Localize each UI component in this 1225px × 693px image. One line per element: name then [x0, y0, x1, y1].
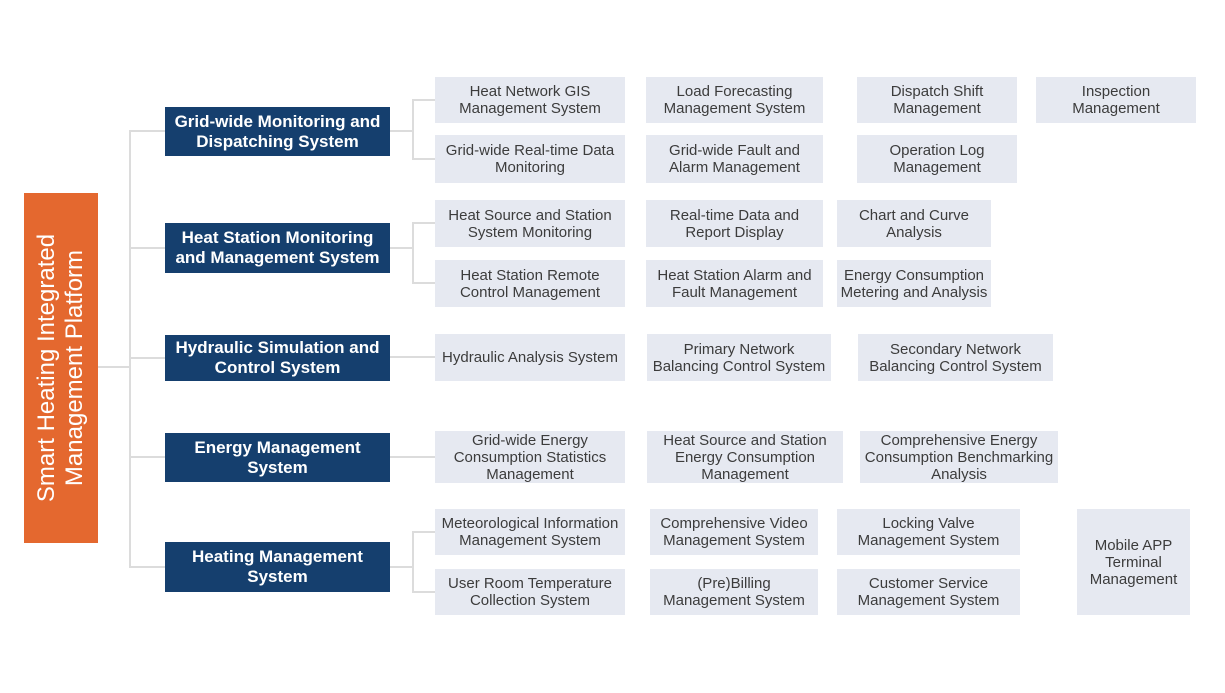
subsystem-box: Real-time Data and Report Display — [646, 200, 823, 247]
connector-trunk-vertical — [129, 130, 131, 568]
connector-branch-category-4 — [131, 456, 165, 458]
subsystem-box: Secondary Network Balancing Control Syst… — [858, 334, 1053, 381]
connector-branch-category-5 — [131, 566, 165, 568]
connector-root-horizontal — [98, 366, 130, 368]
connector-g5-row1 — [414, 531, 435, 533]
connector-g4-stem — [390, 456, 435, 458]
connector-g2-vertical — [412, 222, 414, 284]
connector-g1-row2 — [414, 158, 435, 160]
connector-g3-stem — [390, 356, 435, 358]
subsystem-box: Comprehensive Video Management System — [650, 509, 818, 555]
subsystem-box: Heat Network GIS Management System — [435, 77, 625, 123]
connector-g2-row1 — [414, 222, 435, 224]
subsystem-box: Comprehensive Energy Consumption Benchma… — [860, 431, 1058, 483]
subsystem-box: Chart and Curve Analysis — [837, 200, 991, 247]
connector-g5-row2 — [414, 591, 435, 593]
subsystem-box: Energy Consumption Metering and Analysis — [837, 260, 991, 307]
subsystem-box: Load Forecasting Management System — [646, 77, 823, 123]
subsystem-box: Grid-wide Energy Consumption Statistics … — [435, 431, 625, 483]
subsystem-box: Heat Station Alarm and Fault Management — [646, 260, 823, 307]
connector-branch-category-1 — [131, 130, 165, 132]
connector-g1-vertical — [412, 99, 414, 160]
subsystem-box-mobile-app: Mobile APP Terminal Management — [1077, 509, 1190, 615]
root-platform-box: Smart Heating Integrated Management Plat… — [24, 193, 98, 543]
connector-branch-category-2 — [131, 247, 165, 249]
category-heat-station-monitoring: Heat Station Monitoring and Management S… — [165, 223, 390, 273]
subsystem-box: Heat Source and Station System Monitorin… — [435, 200, 625, 247]
connector-g2-stem — [390, 247, 412, 249]
category-heating-management: Heating Management System — [165, 542, 390, 592]
subsystem-box: Inspection Management — [1036, 77, 1196, 123]
subsystem-box: Dispatch Shift Management — [857, 77, 1017, 123]
subsystem-box: Grid-wide Fault and Alarm Management — [646, 135, 823, 183]
subsystem-box: Locking Valve Management System — [837, 509, 1020, 555]
subsystem-box: (Pre)Billing Management System — [650, 569, 818, 615]
connector-g5-stem — [390, 566, 412, 568]
connector-g5-vertical — [412, 531, 414, 593]
subsystem-box: Customer Service Management System — [837, 569, 1020, 615]
subsystem-box: Hydraulic Analysis System — [435, 334, 625, 381]
category-energy-management: Energy Management System — [165, 433, 390, 482]
subsystem-box: Grid-wide Real-time Data Monitoring — [435, 135, 625, 183]
subsystem-box: Primary Network Balancing Control System — [647, 334, 831, 381]
category-grid-wide-monitoring: Grid-wide Monitoring and Dispatching Sys… — [165, 107, 390, 156]
subsystem-box: User Room Temperature Collection System — [435, 569, 625, 615]
root-platform-label: Smart Heating Integrated Management Plat… — [33, 233, 88, 503]
connector-g1-row1 — [414, 99, 435, 101]
category-hydraulic-simulation: Hydraulic Simulation and Control System — [165, 335, 390, 381]
connector-g1-stem — [390, 130, 412, 132]
subsystem-box: Heat Source and Station Energy Consumpti… — [647, 431, 843, 483]
connector-g2-row2 — [414, 282, 435, 284]
subsystem-box: Operation Log Management — [857, 135, 1017, 183]
connector-branch-category-3 — [131, 357, 165, 359]
subsystem-box: Meteorological Information Management Sy… — [435, 509, 625, 555]
subsystem-box: Heat Station Remote Control Management — [435, 260, 625, 307]
